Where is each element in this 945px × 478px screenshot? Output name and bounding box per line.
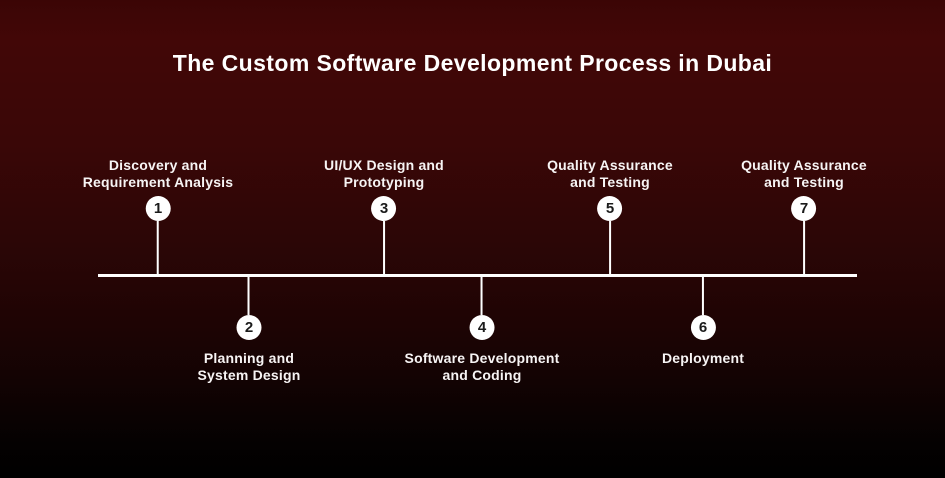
step-3-number-badge: 3	[371, 196, 397, 221]
step-3-label: UI/UX Design and Prototyping	[324, 157, 444, 191]
step-label-line: Planning and	[203, 350, 295, 366]
step-6: 6 Deployment	[662, 277, 744, 367]
step-label-line: Prototyping	[343, 174, 425, 190]
step-number: 1	[153, 200, 163, 217]
step-label-line: Discovery and	[108, 157, 208, 173]
timeline-bar	[98, 274, 857, 277]
step-number: 7	[799, 200, 809, 217]
step-label-line: Deployment	[661, 350, 745, 366]
step-label-line: Quality Assurance	[547, 157, 673, 173]
step-7-number-badge: 7	[791, 196, 817, 221]
step-5: Quality Assurance and Testing 5	[547, 157, 673, 275]
connector-line	[481, 277, 483, 315]
step-label-line: Quality Assurance	[741, 157, 867, 173]
step-number: 6	[698, 319, 708, 336]
step-label-line: and Testing	[570, 174, 650, 190]
step-6-number-badge: 6	[690, 315, 716, 340]
step-label-line: and Coding	[442, 367, 522, 383]
step-4-number-badge: 4	[469, 315, 495, 340]
step-3: UI/UX Design and Prototyping 3	[324, 157, 444, 275]
step-7-label: Quality Assurance and Testing	[741, 157, 867, 191]
step-number: 4	[477, 319, 487, 336]
step-1-number-badge: 1	[145, 196, 171, 221]
step-2-number-badge: 2	[236, 315, 262, 340]
step-number: 3	[379, 200, 389, 217]
step-4-label: Software Development and Coding	[405, 350, 560, 384]
step-1: Discovery and Requirement Analysis 1	[83, 157, 234, 275]
connector-line	[382, 221, 385, 275]
step-5-number-badge: 5	[597, 196, 623, 221]
step-label-line: UI/UX Design and	[324, 157, 444, 173]
step-label-line: and Testing	[764, 174, 844, 190]
step-5-label: Quality Assurance and Testing	[547, 157, 673, 191]
step-1-label: Discovery and Requirement Analysis	[83, 157, 234, 191]
step-label-line: System Design	[197, 367, 301, 383]
step-number: 5	[605, 200, 615, 217]
step-6-label: Deployment	[662, 350, 744, 367]
step-2: 2 Planning and System Design	[198, 277, 301, 384]
connector-line	[157, 221, 159, 275]
connector-line	[702, 277, 704, 315]
connector-line	[247, 277, 250, 315]
step-2-label: Planning and System Design	[198, 350, 301, 384]
step-label-line: Software Development	[404, 350, 560, 366]
page-title: The Custom Software Development Process …	[172, 50, 773, 76]
step-number: 2	[244, 319, 254, 336]
connector-line	[802, 221, 805, 275]
step-7: Quality Assurance and Testing 7	[741, 157, 867, 275]
connector-line	[608, 221, 611, 275]
step-label-line: Requirement Analysis	[82, 174, 234, 190]
step-4: 4 Software Development and Coding	[405, 277, 560, 384]
